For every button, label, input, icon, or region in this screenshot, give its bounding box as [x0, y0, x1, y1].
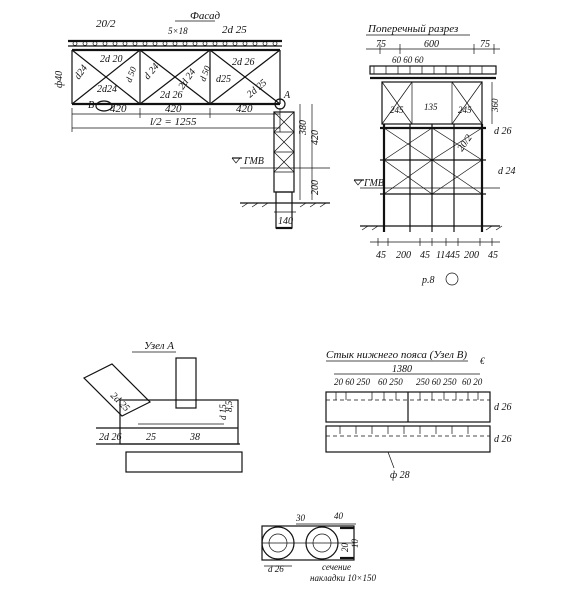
node-a-dim-38: 38	[189, 432, 200, 443]
pier-dim-380: 380	[298, 120, 309, 136]
section-bottom-dim-5: 45	[450, 250, 460, 261]
section-bottom-dim-3: 45	[420, 250, 430, 261]
node-a-post	[175, 357, 197, 409]
section-bottom-dim-4: 114	[436, 250, 450, 261]
cross-caption-2: накладки 10×150	[310, 573, 376, 583]
panel-label-2: d24	[72, 63, 90, 82]
section-dim-360: 360	[490, 98, 500, 113]
section-top-dim-right: 75	[480, 39, 490, 50]
node-a-detail: Узел А 2d 25 2d 26 25 38 d 15 8,5	[82, 340, 243, 473]
panel-label-3: 2d24	[97, 84, 117, 95]
joint-b-total-dim: 1380	[392, 364, 412, 375]
section-bottom-dim-7: 45	[488, 250, 498, 261]
span-dim-2: 420	[165, 103, 182, 115]
facade-gmv-label: ГМВ	[243, 156, 264, 167]
node-a-label-d15: d 15	[218, 404, 228, 420]
splice-cross-section: 30 40 20 10 d 26 сечение накладки 10×150	[261, 511, 376, 583]
page-circle-mark	[445, 272, 459, 286]
section-label-d24: d 24	[498, 166, 516, 177]
facade-top-left-label: 20/2	[96, 18, 116, 30]
node-a-title: Узел А	[144, 340, 174, 352]
section-mid-dim-1: 245	[390, 105, 404, 115]
pier-dim-200: 200	[310, 180, 321, 195]
panel-label-9: d25	[216, 74, 231, 85]
cross-caption-1: сечение	[322, 562, 351, 572]
node-a-diagonal-member	[82, 363, 152, 417]
cross-dim-20: 20	[340, 543, 350, 553]
section-label-d26: d 26	[494, 126, 512, 137]
section-top-dim-mid: 600	[424, 39, 439, 50]
panel-label-7: 2d 26	[160, 90, 183, 101]
node-b-marker	[95, 100, 113, 112]
section-gmv-label: ГМВ	[363, 178, 384, 189]
joint-b-label-d26-top: d 26	[494, 402, 512, 413]
span-dim-1: 420	[110, 103, 127, 115]
section-top-dim-left: 75	[376, 39, 386, 50]
cross-dim-10: 10	[350, 539, 360, 549]
joint-b-dims-right: 250 60 250	[416, 377, 457, 387]
joint-b-dims-left: 20 60 250	[334, 377, 371, 387]
panel-label-4: d 50	[123, 65, 138, 84]
point-a-label: A	[283, 90, 291, 101]
section-bottom-dim-1: 45	[376, 250, 386, 261]
cross-label-d26: d 26	[268, 564, 284, 574]
section-deck	[369, 65, 497, 75]
panel-label-8: 2d 24	[176, 67, 198, 92]
panel-label-11: 2d 25	[245, 77, 269, 100]
point-b-label: B	[88, 100, 94, 111]
joint-b-dims-mid: 60 250	[378, 377, 403, 387]
facade-top-mid-label: 5×18	[168, 26, 188, 36]
page-reference: р.8	[421, 275, 435, 286]
section-bottom-dim-2: 200	[396, 250, 411, 261]
span-dim-3: 420	[236, 103, 253, 115]
facade-view: Фасад 20/2 5×18 2d 25	[54, 10, 330, 230]
joint-b-title: Стык нижнего пояса (Узел В)	[326, 349, 467, 361]
section-title: Поперечный разрез	[367, 23, 458, 35]
node-a-dim-8-5: 8,5	[224, 400, 234, 412]
section-bottom-dim-6: 200	[464, 250, 479, 261]
joint-b-label-f28: ф 28	[390, 470, 410, 481]
joint-b-mark: €	[480, 356, 485, 366]
cross-dim-40: 40	[334, 511, 344, 521]
pier-dim-420: 420	[310, 130, 321, 145]
facade-top-right-label: 2d 25	[222, 24, 247, 36]
pier-dim-140: 140	[278, 216, 293, 227]
joint-b-label-d26-bottom: d 26	[494, 434, 512, 445]
panel-label-1: 2d 20	[100, 54, 123, 65]
section-view: Поперечный разрез 75 600 75 60 60 60 245…	[353, 23, 516, 286]
joint-b-detail: Стык нижнего пояса (Узел В) € 1380 20 60…	[325, 349, 512, 481]
node-a-label-2d26: 2d 26	[99, 432, 122, 443]
deck-rivets	[72, 41, 278, 46]
node-a-dim-25: 25	[146, 432, 156, 443]
facade-title: Фасад	[190, 10, 220, 22]
cross-dim-30: 30	[295, 513, 306, 523]
joint-b-dims-end: 60 20	[462, 377, 483, 387]
panel-label-10: 2d 26	[232, 57, 255, 68]
section-mid-dim-3: 245	[458, 105, 472, 115]
section-mid-dim-2: 135	[424, 102, 438, 112]
joint-b-lower-beam	[325, 425, 491, 453]
section-label-20-2: 20/2	[455, 133, 474, 154]
section-plank-dims: 60 60 60	[392, 55, 424, 65]
half-span-total: l/2 = 1255	[150, 116, 197, 128]
left-diameter-label: ф40	[54, 71, 65, 88]
